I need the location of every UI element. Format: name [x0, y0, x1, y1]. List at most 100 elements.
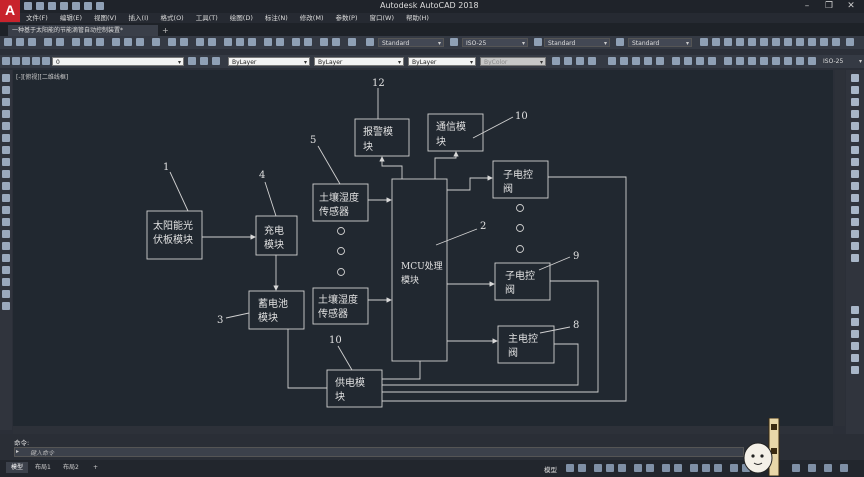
tool-icon[interactable] [196, 38, 204, 46]
close-icon[interactable]: ✕ [847, 1, 855, 11]
mcu-module-box[interactable] [391, 178, 448, 362]
layout-tab-layout1[interactable]: 布局1 [35, 464, 51, 471]
ellipse-icon[interactable] [2, 182, 10, 190]
menu-insert[interactable]: 插入(I) [128, 14, 149, 22]
clean-screen-icon[interactable] [840, 464, 848, 472]
table-icon[interactable] [2, 278, 10, 286]
tool-icon[interactable] [724, 38, 732, 46]
add-tab-icon[interactable]: + [162, 26, 169, 35]
sub-valve-box-1[interactable] [492, 160, 549, 199]
redo-icon[interactable] [96, 2, 104, 10]
circle-icon[interactable] [2, 146, 10, 154]
break-icon[interactable] [851, 206, 859, 214]
tool-icon[interactable] [820, 38, 828, 46]
dim-icon[interactable] [760, 57, 768, 65]
tool-icon[interactable] [304, 38, 312, 46]
sub-valve-box-2[interactable] [494, 262, 551, 301]
cloud-icon[interactable] [2, 158, 10, 166]
construction-line-icon[interactable] [2, 86, 10, 94]
lock-icon[interactable] [32, 57, 40, 65]
draw-icon[interactable] [576, 57, 584, 65]
dim-icon[interactable] [708, 57, 716, 65]
add-selected-icon[interactable] [2, 302, 10, 310]
osnap-icon[interactable] [618, 464, 626, 472]
annotation-scale-icon[interactable] [714, 464, 722, 472]
horizontal-scrollbar[interactable] [13, 426, 833, 434]
draw-icon[interactable] [588, 57, 596, 65]
make-block-icon[interactable] [2, 218, 10, 226]
ellipse-arc-icon[interactable] [2, 194, 10, 202]
rectangle-icon[interactable] [2, 122, 10, 130]
layer-manager-icon[interactable] [2, 57, 10, 65]
dim-icon[interactable] [736, 57, 744, 65]
tool-icon[interactable] [96, 38, 104, 46]
undo-icon[interactable] [84, 2, 92, 10]
tool-icon[interactable] [736, 38, 744, 46]
battery-module-box[interactable] [248, 290, 305, 330]
extend-icon[interactable] [851, 194, 859, 202]
layout-tab-layout2[interactable]: 布局2 [63, 464, 79, 471]
annotation-scale[interactable]: ISO-25 [820, 57, 864, 66]
tool-icon[interactable] [56, 38, 64, 46]
tool-icon[interactable] [28, 38, 36, 46]
tool-icon[interactable] [124, 38, 132, 46]
tool-icon[interactable] [44, 38, 52, 46]
sun-icon[interactable] [22, 57, 30, 65]
insert-block-icon[interactable] [2, 206, 10, 214]
autocad-logo-icon[interactable]: A [0, 0, 20, 22]
hardware-acceleration-icon[interactable] [824, 464, 832, 472]
modify-icon[interactable] [851, 306, 859, 314]
document-tab[interactable]: 一种基于太阳能的节能滴管自动控制装置* [8, 25, 158, 36]
tool-icon[interactable] [168, 38, 176, 46]
tool-icon[interactable] [332, 38, 340, 46]
layer-states-icon[interactable] [212, 57, 220, 65]
dim-icon[interactable] [796, 57, 804, 65]
scale-icon[interactable] [851, 158, 859, 166]
menu-format[interactable]: 格式(O) [160, 14, 184, 22]
tool-icon[interactable] [16, 38, 24, 46]
main-valve-box[interactable] [497, 325, 555, 364]
circle-icon[interactable] [644, 57, 652, 65]
tool-icon[interactable] [72, 38, 80, 46]
new-icon[interactable] [24, 2, 32, 10]
line-icon[interactable] [2, 74, 10, 82]
explode-icon[interactable] [851, 254, 859, 262]
charge-module-box[interactable] [255, 215, 298, 256]
modify-icon[interactable] [851, 342, 859, 350]
spline-icon[interactable] [2, 170, 10, 178]
dim-icon[interactable] [772, 57, 780, 65]
vertical-scrollbar[interactable] [835, 70, 845, 426]
modify-icon[interactable] [851, 318, 859, 326]
arc-icon[interactable] [656, 57, 664, 65]
menu-modify[interactable]: 修改(M) [299, 14, 324, 22]
tool-icon[interactable] [208, 38, 216, 46]
modify-icon[interactable] [851, 354, 859, 362]
tool-icon[interactable] [112, 38, 120, 46]
tool-icon[interactable] [772, 38, 780, 46]
saveas-icon[interactable] [60, 2, 68, 10]
command-input[interactable] [14, 447, 744, 457]
tool-icon[interactable] [760, 38, 768, 46]
chamfer-icon[interactable] [851, 230, 859, 238]
tool-icon[interactable] [236, 38, 244, 46]
lineweight-icon[interactable] [646, 464, 654, 472]
soil-sensor-box-1[interactable] [312, 183, 369, 222]
polygon-icon[interactable] [2, 110, 10, 118]
layer-previous-icon[interactable] [200, 57, 208, 65]
rotate-icon[interactable] [851, 146, 859, 154]
stretch-icon[interactable] [851, 170, 859, 178]
grid-icon[interactable] [566, 464, 574, 472]
auto-scale-icon[interactable] [702, 464, 710, 472]
polar-icon[interactable] [606, 464, 614, 472]
viewport-label[interactable]: [-][俯视][二维线框] [16, 74, 69, 81]
tool-icon[interactable] [292, 38, 300, 46]
plotstyle-select[interactable]: ByColor [480, 57, 546, 67]
offset-icon[interactable] [851, 110, 859, 118]
dim-icon[interactable] [724, 57, 732, 65]
tool-icon[interactable] [700, 38, 708, 46]
layout-tab-model[interactable]: 模型 [6, 462, 29, 473]
lineweight-select[interactable]: ByLayer [408, 57, 476, 67]
hatch-icon[interactable] [2, 242, 10, 250]
dim-icon[interactable] [784, 57, 792, 65]
tool-icon[interactable] [712, 38, 720, 46]
